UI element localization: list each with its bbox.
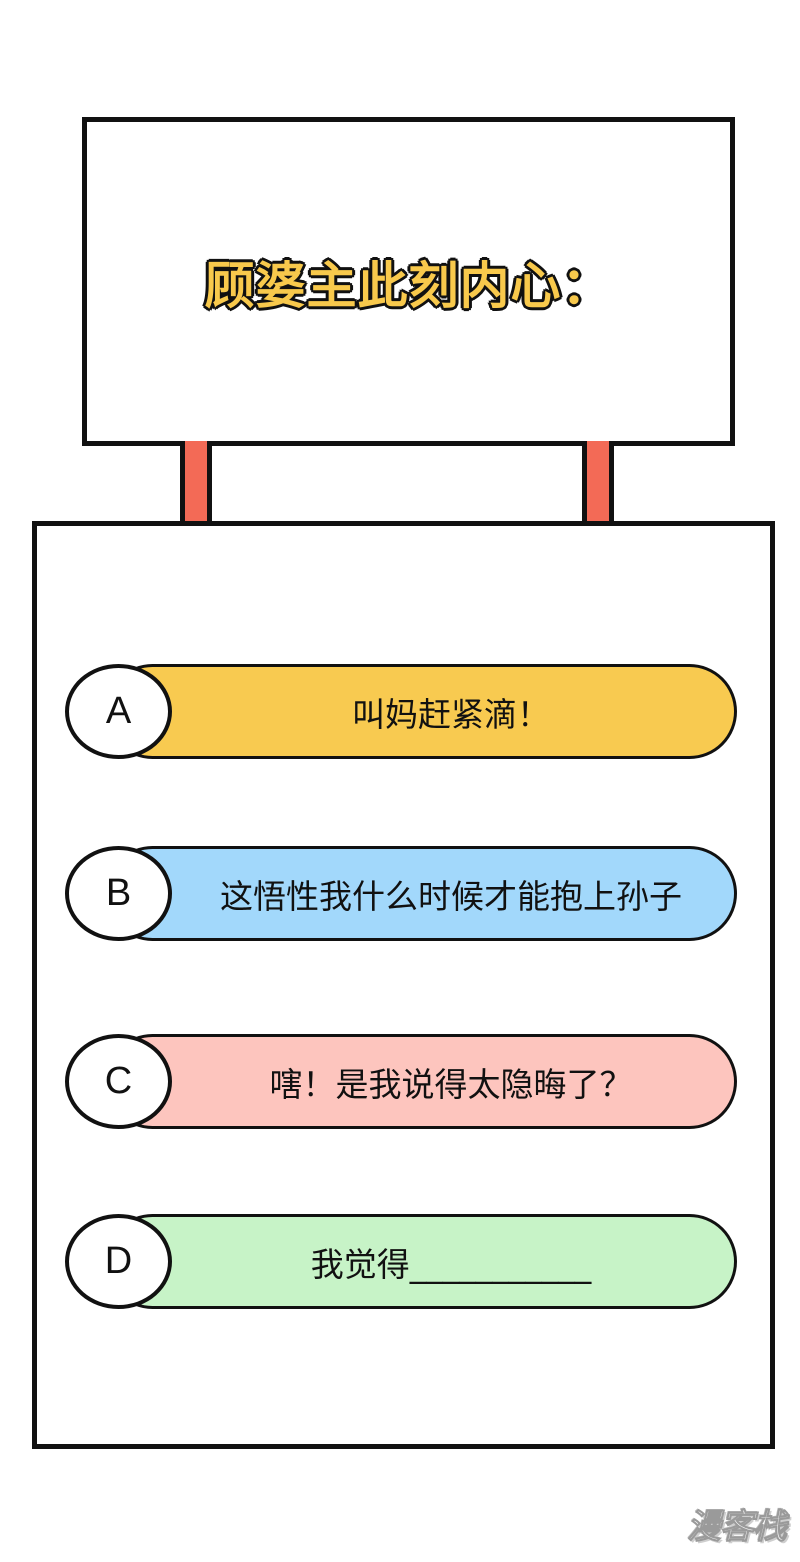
option-d[interactable]: 我觉得___________ D: [65, 1214, 737, 1309]
sign-board: 顾婆主此刻内心：: [82, 117, 735, 446]
option-a-text: 叫妈赶紧滴！: [352, 694, 550, 734]
sign-post-right: [582, 441, 614, 525]
option-a-bar[interactable]: 叫妈赶紧滴！: [105, 664, 737, 759]
option-d-text: 我觉得___________: [310, 1244, 592, 1284]
option-a-letter: A: [65, 664, 172, 759]
option-c-letter: C: [65, 1034, 172, 1129]
option-b-bar[interactable]: 这悟性我什么时候才能抱上孙子: [105, 846, 737, 941]
sign-title: 顾婆主此刻内心：: [204, 256, 613, 316]
option-c-text: 嗐！是我说得太隐晦了？: [269, 1064, 633, 1104]
option-b-letter: B: [65, 846, 172, 941]
option-c[interactable]: 嗐！是我说得太隐晦了？ C: [65, 1034, 737, 1129]
watermark-logo: 漫客栈: [687, 1507, 788, 1548]
option-d-bar[interactable]: 我觉得___________: [105, 1214, 737, 1309]
option-b[interactable]: 这悟性我什么时候才能抱上孙子 B: [65, 846, 737, 941]
option-d-letter: D: [65, 1214, 172, 1309]
option-b-text: 这悟性我什么时候才能抱上孙子: [220, 876, 682, 916]
option-a[interactable]: 叫妈赶紧滴！ A: [65, 664, 737, 759]
answer-panel: [32, 521, 775, 1449]
sign-post-left: [180, 441, 212, 525]
option-c-bar[interactable]: 嗐！是我说得太隐晦了？: [105, 1034, 737, 1129]
